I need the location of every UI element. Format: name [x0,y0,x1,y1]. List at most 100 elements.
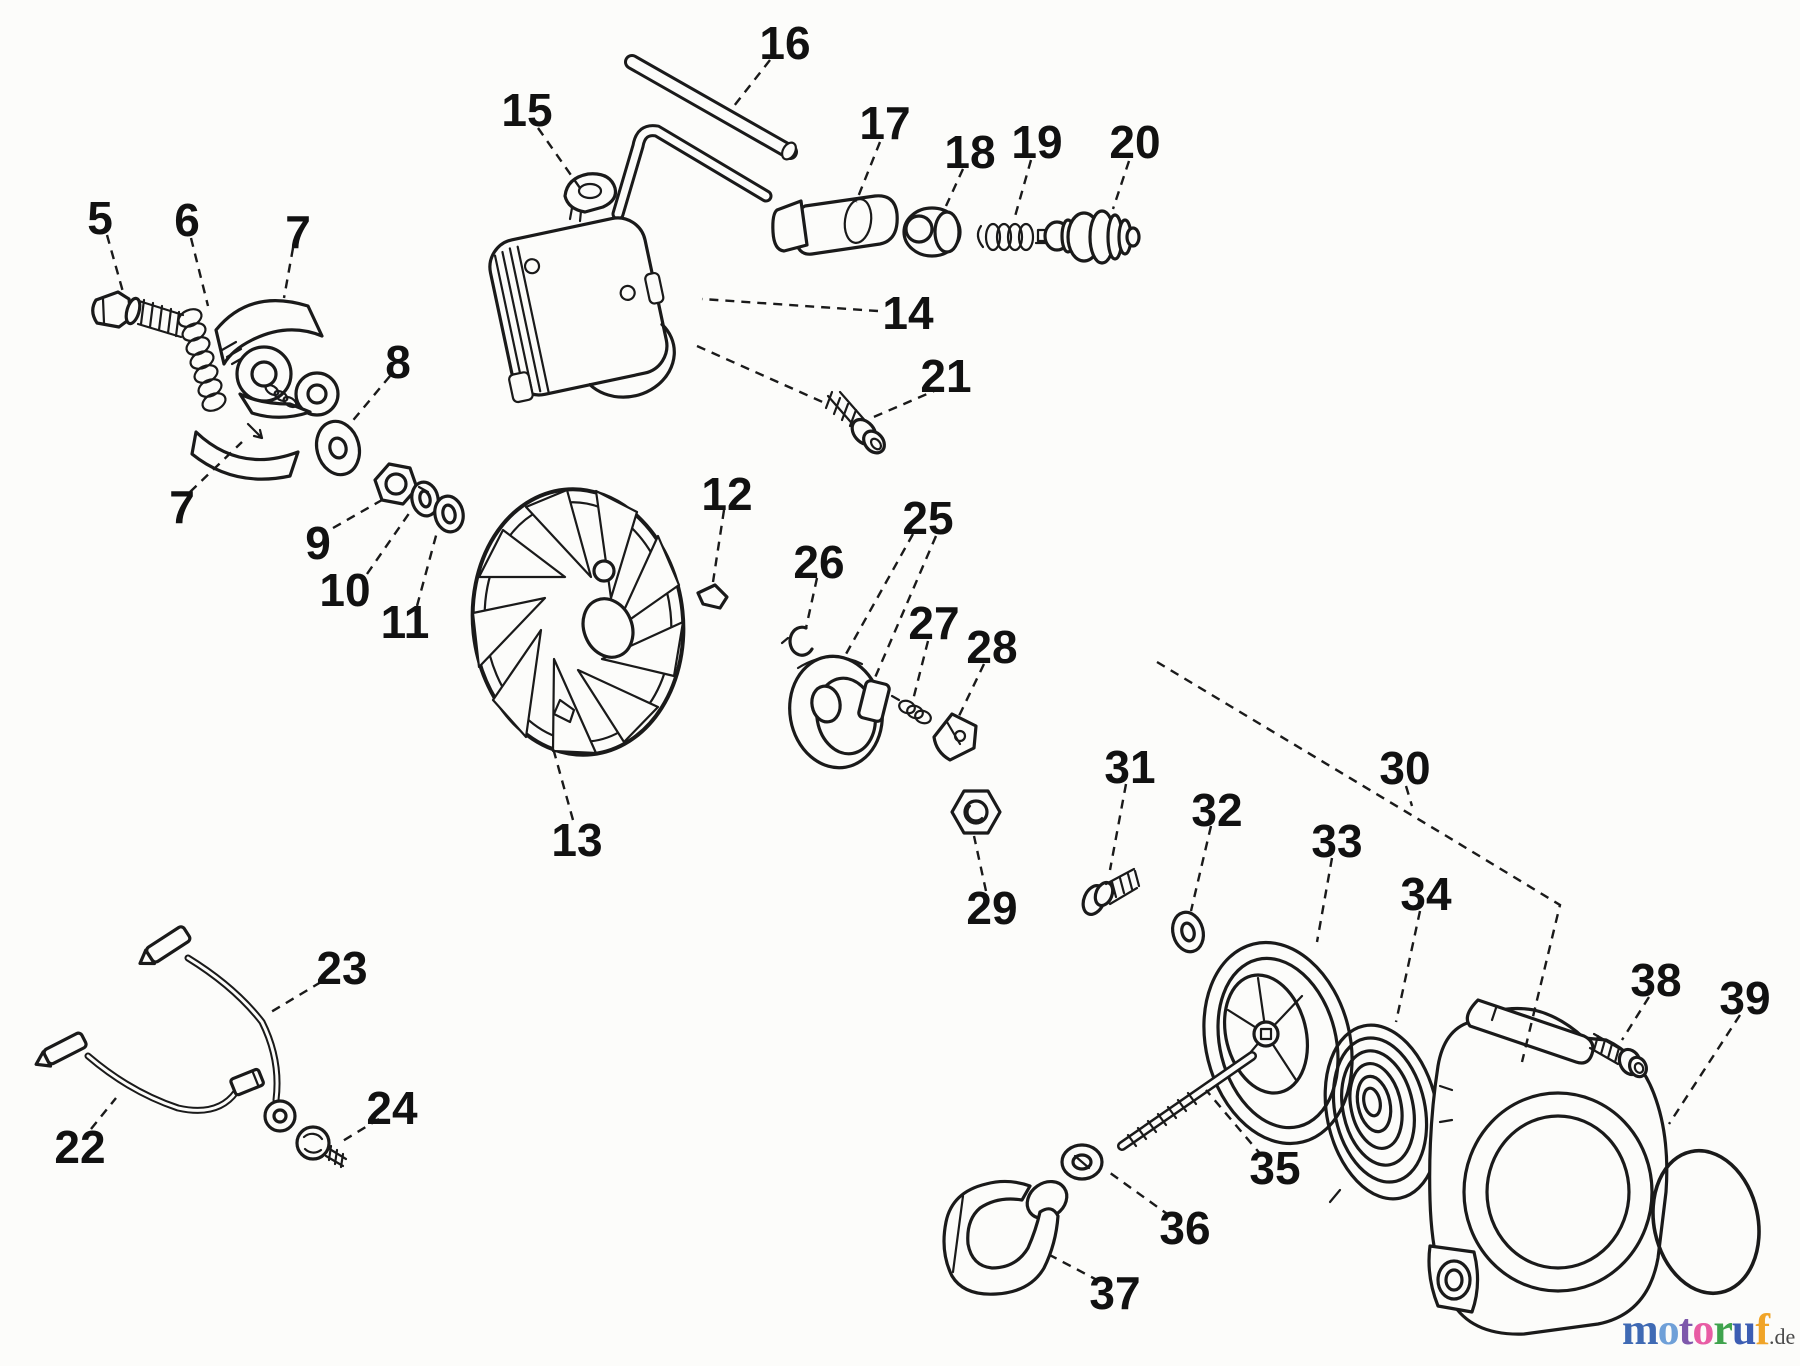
part-33-rope-pulley [1202,940,1354,1146]
leader-line-30 [1404,785,1414,807]
part-38-screw [1588,1032,1648,1079]
callout-20: 20 [1109,116,1160,168]
leader-line-11 [415,531,439,607]
part-17-spark-plug-boot [771,194,899,256]
callout-18: 18 [944,126,995,178]
callout-14: 14 [882,287,934,339]
callout-8: 8 [385,336,411,388]
leader-line-8 [349,375,391,425]
callout-23: 23 [316,942,367,994]
part-28-pawl [932,712,978,762]
part-5-bolt [91,290,185,339]
leader-line-33 [1315,857,1334,943]
leader-line-6 [189,237,210,307]
callout-16: 16 [759,17,810,69]
part-25-pawl-carrier [788,654,891,770]
leader-line-14 [701,297,879,313]
leader-line-37 [1043,1250,1100,1283]
leader-line-19 [1012,159,1033,221]
leader-line-35 [1205,1089,1263,1157]
callout-12: 12 [701,468,752,520]
callout-6: 6 [174,194,200,246]
leader-line-31 [1108,783,1128,871]
leader-line-16 [733,59,771,107]
part-34-recoil-spring [1323,1023,1441,1204]
callout-9: 9 [305,517,331,569]
callout-24: 24 [366,1082,418,1134]
callout-33: 33 [1311,815,1362,867]
logo-letter-1: o [1657,1305,1680,1354]
leader-line-32 [1189,825,1213,912]
callout-21: 21 [920,350,971,402]
callout-38: 38 [1630,954,1681,1006]
callout-15: 15 [501,84,552,136]
part-19-spring [976,222,1035,252]
part-26-circlip [780,625,814,657]
motoruf-watermark-link[interactable]: motoruf.de [1622,1308,1800,1352]
callout-13: 13 [551,814,602,866]
callout-34: 34 [1400,868,1452,920]
part-21-bolt [824,390,886,455]
leader-line-13 [551,747,575,821]
callout-25: 25 [902,492,953,544]
leader-line-15 [537,127,581,189]
callout-19: 19 [1011,116,1062,168]
part-18-bushing [902,206,962,258]
logo-letter-2: t [1678,1305,1694,1354]
part-11-washer [433,494,465,534]
callout-31: 31 [1104,741,1155,793]
part-9-nut [373,462,419,506]
leader-line-20 [1111,160,1131,210]
part-31-bolt [1081,867,1141,917]
part-14-ignition-coil [488,124,773,404]
callout-29: 29 [966,882,1017,934]
leader-line-36 [1105,1169,1171,1217]
logo-letter-3: o [1692,1305,1714,1354]
leader-line-17 [854,141,882,203]
part-10-lock-washer [410,480,440,518]
leader-line-27 [911,640,930,701]
part-12-key [696,583,729,610]
leader-line-18 [944,168,965,207]
callout-27: 27 [908,597,959,649]
part-7-clutch [190,299,340,481]
callout-11: 11 [381,596,430,648]
logo-letter-6: f [1755,1305,1770,1354]
callout-22: 22 [54,1121,105,1173]
leader-line-9 [332,498,383,530]
logo-tld: .de [1768,1324,1796,1349]
leader-line-39 [1667,1014,1742,1125]
part-37-starter-handle [942,1179,1069,1296]
part-22-wire [34,1031,265,1114]
part-15-grommet [563,172,618,223]
callout-28: 28 [966,621,1017,673]
part-13-flywheel [470,487,686,757]
part-29-nut [950,789,1002,835]
callout-26: 26 [793,536,844,588]
leader-line-30 [1156,660,1562,1063]
leader-line-24 [340,1117,380,1144]
logo-letter-4: r [1713,1305,1733,1354]
leader-line-5 [105,234,125,293]
leader-line-25 [872,535,938,681]
callout-17: 17 [859,97,910,149]
callout-30: 30 [1379,742,1430,794]
leader-line-10 [366,511,411,575]
part-24-screw [295,1125,348,1169]
part-23-wire [138,925,297,1133]
leader-line-12 [711,509,726,583]
part-39-seal [1651,1148,1761,1296]
leader-line-28 [957,663,986,717]
leader-line-21 [696,344,828,406]
leader-line-34 [1394,910,1422,1023]
logo-letter-0: m [1622,1305,1659,1354]
leader-line-38 [1620,996,1651,1041]
callout-10: 10 [319,564,370,616]
callout-35: 35 [1249,1142,1300,1194]
callout-5: 5 [87,192,113,244]
callout-39: 39 [1719,972,1770,1024]
leader-line-23 [270,980,322,1014]
part-20-spark-plug [1034,209,1141,265]
part-16-fuel-line [624,54,798,161]
